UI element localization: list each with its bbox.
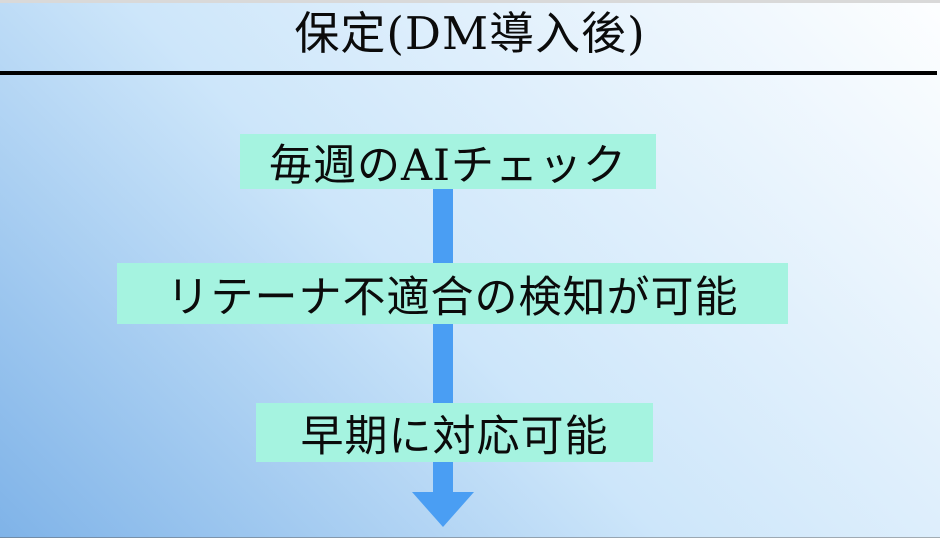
flow-step-retainer-mismatch-detection: リテーナ不適合の検知が可能 (117, 263, 788, 324)
title-underline (0, 71, 937, 75)
down-arrow-head-icon (412, 492, 474, 527)
flow-step-early-response: 早期に対応可能 (256, 403, 653, 462)
flow-step-weekly-ai-check: 毎週のAIチェック (240, 134, 656, 191)
slide-title: 保定(DM導入後) (294, 7, 646, 60)
top-edge-divider (0, 0, 940, 3)
